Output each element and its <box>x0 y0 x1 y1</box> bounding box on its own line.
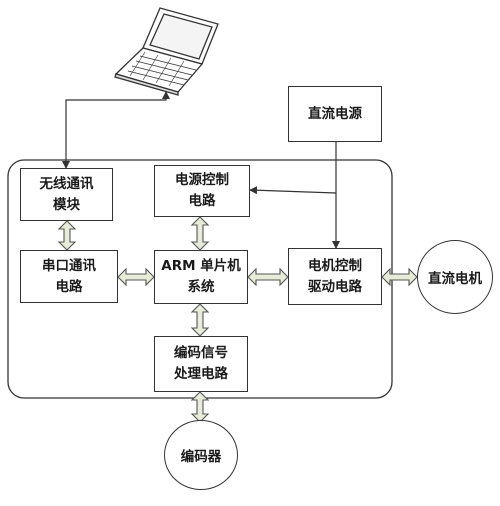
power-control-label-line1: 电源控制 <box>175 172 229 189</box>
laptop-wireless-link <box>62 91 170 169</box>
dc-motor-node: 直流电机 <box>417 240 493 314</box>
arm-label-line2: 系统 <box>187 279 215 295</box>
power-to-power-control-line <box>249 186 337 195</box>
serial-comm-block: 串口通讯 电路 <box>20 250 118 303</box>
double-arrow-serial-arm <box>117 267 155 287</box>
dc-power-block: 直流电源 <box>288 86 382 142</box>
dc-motor-label: 直流电机 <box>428 271 482 287</box>
encoder-proc-label-line2: 处理电路 <box>174 366 228 382</box>
wireless-label-line1: 无线通讯 <box>39 175 94 192</box>
motor-control-block: 电机控制 驱动电路 <box>288 248 382 305</box>
double-arrow-wireless-serial <box>57 220 77 251</box>
double-arrow-arm-encoder-proc <box>190 303 210 337</box>
encoder-proc-label-line1: 编码信号 <box>174 345 228 362</box>
double-arrow-arm-motor-control <box>247 267 289 287</box>
serial-label-line2: 电路 <box>55 278 83 295</box>
dc-power-label: 直流电源 <box>308 105 362 122</box>
motor-control-label-line2: 驱动电路 <box>308 278 362 295</box>
double-arrow-power-arm <box>190 216 210 251</box>
power-control-block: 电源控制 电路 <box>154 165 250 217</box>
double-arrow-motor-control-dc-motor <box>381 267 418 287</box>
arm-mcu-block: ARM 单片机 系统 <box>154 250 248 304</box>
encoder-node: 编码器 <box>164 420 238 490</box>
laptop-icon <box>114 7 219 96</box>
arm-label-line1: ARM 单片机 <box>161 258 241 275</box>
motor-control-label-line1: 电机控制 <box>308 257 362 274</box>
wireless-label-line2: 模块 <box>53 196 80 213</box>
encoder-label: 编码器 <box>180 449 222 465</box>
wireless-module-block: 无线通讯 模块 <box>20 168 113 221</box>
double-arrow-encoder-proc-encoder <box>190 391 210 423</box>
power-control-label-line2: 电路 <box>188 193 216 209</box>
encoder-processing-block: 编码信号 处理电路 <box>154 336 248 392</box>
serial-label-line1: 串口通讯 <box>42 257 96 274</box>
